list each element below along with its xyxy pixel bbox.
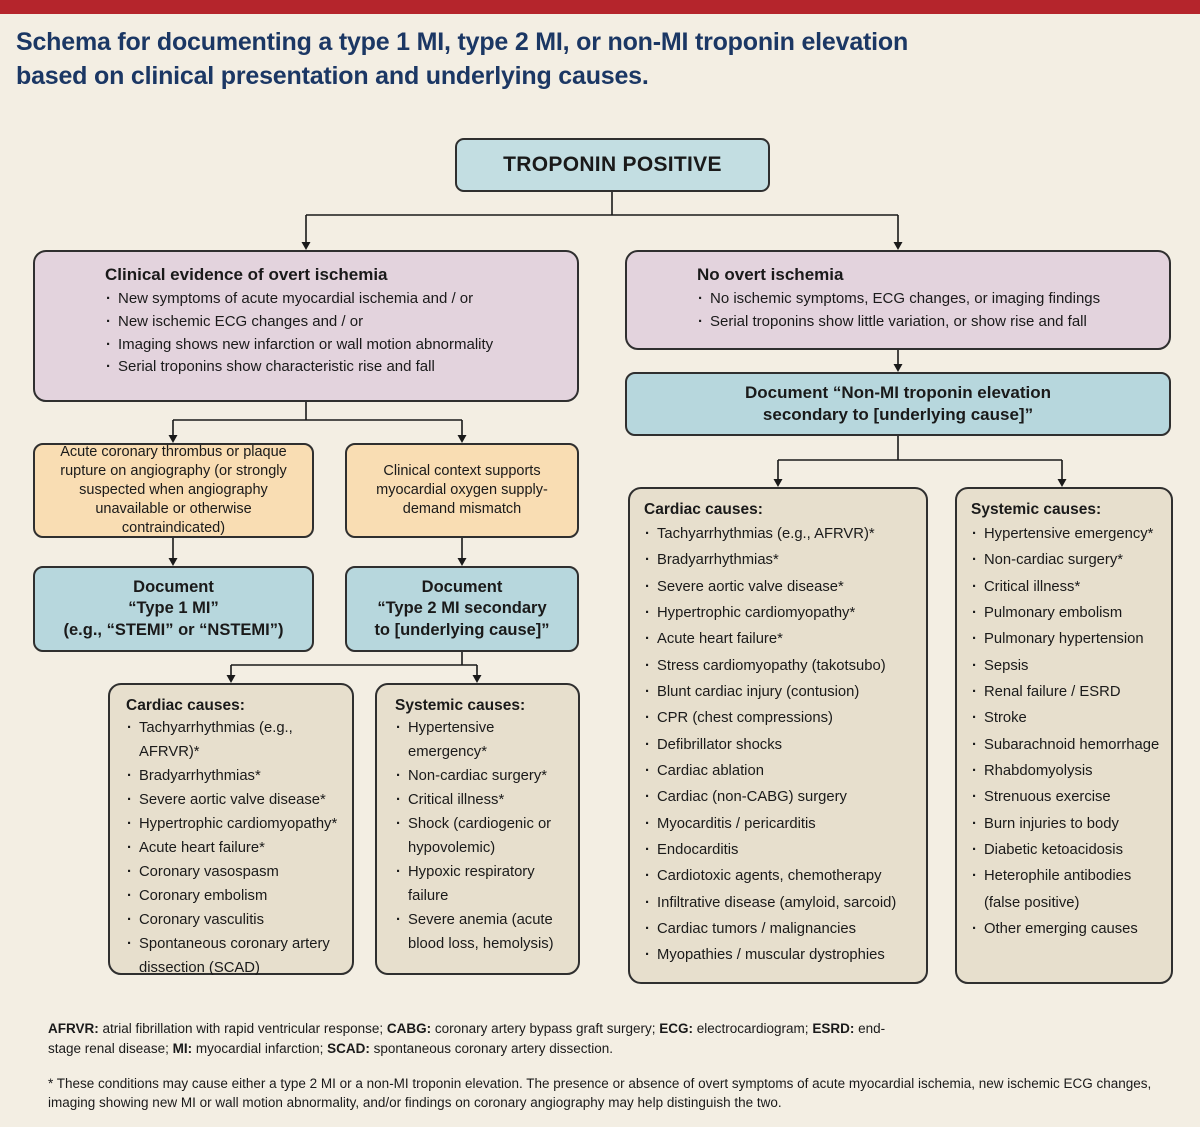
cause-item: Bradyarrhythmias* (126, 765, 340, 789)
cause-item: Myopathies / muscular dystrophies (644, 942, 914, 969)
cause-item: Hypertensive emergency* (971, 521, 1163, 548)
cause-item: Other emerging causes (971, 916, 1163, 943)
document-type2-label: Document “Type 2 MI secondary to [underl… (374, 577, 550, 639)
cause-item: CPR (chest compressions) (644, 705, 914, 732)
nonmi-systemic-causes-title: Systemic causes: (971, 501, 1102, 518)
nonmi-systemic-causes-list: Hypertensive emergency*Non-cardiac surge… (971, 521, 1163, 943)
cause-item: Bradyarrhythmias* (644, 547, 914, 574)
type2-systemic-causes-title: Systemic causes: (395, 697, 526, 714)
cause-item: Critical illness* (971, 574, 1163, 601)
cause-item: Tachyarrhythmias (e.g., AFRVR)* (644, 521, 914, 548)
cause-item: Infiltrative disease (amyloid, sarcoid) (644, 890, 914, 917)
node-document-nonmi: Document “Non-MI troponin elevation seco… (625, 372, 1171, 436)
cause-item: Cardiac (non-CABG) surgery (644, 784, 914, 811)
cause-item: No ischemic symptoms, ECG changes, or im… (697, 288, 1151, 311)
node-nonmi-cardiac-causes: Cardiac causes: Tachyarrhythmias (e.g., … (628, 487, 928, 984)
cause-item: Cardiotoxic agents, chemotherapy (644, 863, 914, 890)
cause-item: Hypertrophic cardiomyopathy* (644, 600, 914, 627)
nonmi-cardiac-causes-list: Tachyarrhythmias (e.g., AFRVR)*Bradyarrh… (644, 521, 914, 969)
cause-item: Severe anemia (acute blood loss, hemolys… (395, 909, 566, 957)
cause-item: Critical illness* (395, 789, 566, 813)
cause-item: Renal failure / ESRD (971, 679, 1163, 706)
cause-item: Hypertrophic cardiomyopathy* (126, 813, 340, 837)
cause-item: Diabetic ketoacidosis (971, 837, 1163, 864)
cause-item: Stress cardiomyopathy (takotsubo) (644, 653, 914, 680)
cause-item: Severe aortic valve disease* (126, 789, 340, 813)
cause-item: Hypertensive emergency* (395, 717, 566, 765)
cause-item: Subarachnoid hemorrhage (971, 732, 1163, 759)
cause-item: Coronary vasculitis (126, 909, 340, 933)
node-document-type2: Document “Type 2 MI secondary to [underl… (345, 566, 579, 652)
cause-item: Stroke (971, 705, 1163, 732)
document-nonmi-label: Document “Non-MI troponin elevation seco… (745, 382, 1051, 424)
cause-item: Serial troponins show characteristic ris… (105, 356, 559, 379)
node-type2-systemic-causes: Systemic causes: Hypertensive emergency*… (375, 683, 580, 975)
cause-item: Pulmonary embolism (971, 600, 1163, 627)
cause-item: Blunt cardiac injury (contusion) (644, 679, 914, 706)
cause-item: Serial troponins show little variation, … (697, 311, 1151, 334)
cause-item: Myocarditis / pericarditis (644, 811, 914, 838)
cause-item: Pulmonary hypertension (971, 626, 1163, 653)
cause-item: Burn injuries to body (971, 811, 1163, 838)
cause-item: Strenuous exercise (971, 784, 1163, 811)
cause-item: Severe aortic valve disease* (644, 574, 914, 601)
no-overt-ischemia-title: No overt ischemia (697, 265, 844, 284)
page-title: Schema for documenting a type 1 MI, type… (16, 28, 909, 90)
node-overt-ischemia: Clinical evidence of overt ischemia New … (33, 250, 579, 402)
cause-item: Acute heart failure* (644, 626, 914, 653)
node-type2-cardiac-causes: Cardiac causes: Tachyarrhythmias (e.g., … (108, 683, 354, 976)
cause-item: Tachyarrhythmias (e.g., AFRVR)* (126, 717, 340, 765)
cause-item: Coronary vasospasm (126, 861, 340, 885)
type1-criteria-text: Acute coronary thrombus or plaque ruptur… (60, 443, 287, 537)
cause-item: Rhabdomyolysis (971, 758, 1163, 785)
node-type2-criteria: Clinical context supports myocardial oxy… (345, 443, 579, 538)
type2-cardiac-causes-list: Tachyarrhythmias (e.g., AFRVR)*Bradyarrh… (126, 717, 340, 981)
document-type1-label: Document “Type 1 MI” (e.g., “STEMI” or “… (63, 577, 284, 639)
footnote-text: * These conditions may cause either a ty… (48, 1075, 1152, 1111)
cause-item: Heterophile antibodies (false positive) (971, 863, 1163, 916)
cause-item: Hypoxic respiratory failure (395, 861, 566, 909)
nonmi-cardiac-causes-title: Cardiac causes: (644, 501, 763, 518)
cause-item: Shock (cardiogenic or hypovolemic) (395, 813, 566, 861)
cause-item: Cardiac ablation (644, 758, 914, 785)
cause-item: New ischemic ECG changes and / or (105, 311, 559, 334)
overt-ischemia-list: New symptoms of acute myocardial ischemi… (105, 288, 559, 379)
overt-ischemia-title: Clinical evidence of overt ischemia (105, 265, 388, 284)
node-troponin-positive: TROPONIN POSITIVE (455, 138, 770, 192)
cause-item: Imaging shows new infarction or wall mot… (105, 334, 559, 357)
cause-item: Defibrillator shocks (644, 732, 914, 759)
cause-item: Sepsis (971, 653, 1163, 680)
node-type1-criteria: Acute coronary thrombus or plaque ruptur… (33, 443, 314, 538)
type2-systemic-causes-list: Hypertensive emergency*Non-cardiac surge… (395, 717, 566, 957)
cause-item: Non-cardiac surgery* (395, 765, 566, 789)
cause-item: Spontaneous coronary artery dissection (… (126, 933, 340, 981)
no-overt-ischemia-list: No ischemic symptoms, ECG changes, or im… (697, 288, 1151, 334)
type2-criteria-text: Clinical context supports myocardial oxy… (376, 462, 548, 518)
cause-item: Cardiac tumors / malignancies (644, 916, 914, 943)
node-document-type1: Document “Type 1 MI” (e.g., “STEMI” or “… (33, 566, 314, 652)
top-accent-bar (0, 0, 1200, 14)
node-no-overt-ischemia: No overt ischemia No ischemic symptoms, … (625, 250, 1171, 350)
cause-item: Endocarditis (644, 837, 914, 864)
node-nonmi-systemic-causes: Systemic causes: Hypertensive emergency*… (955, 487, 1173, 984)
node-troponin-positive-label: TROPONIN POSITIVE (503, 153, 722, 176)
type2-cardiac-causes-title: Cardiac causes: (126, 697, 245, 714)
abbreviations-text: AFRVR: atrial fibrillation with rapid ve… (48, 1020, 886, 1056)
cause-item: Acute heart failure* (126, 837, 340, 861)
cause-item: Non-cardiac surgery* (971, 547, 1163, 574)
cause-item: New symptoms of acute myocardial ischemi… (105, 288, 559, 311)
cause-item: Coronary embolism (126, 885, 340, 909)
